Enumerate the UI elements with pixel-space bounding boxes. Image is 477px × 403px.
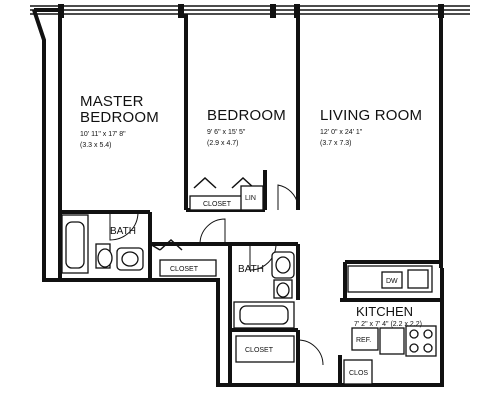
kitchen-fixtures: DW REF. xyxy=(347,265,437,357)
bedroom-dims-ft: 9' 6" x 15' 5" xyxy=(207,129,246,136)
bedroom-dims-m: (2.9 x 4.7) xyxy=(207,140,239,147)
closet-entry-label: CLOS xyxy=(349,370,368,377)
master-bedroom-labels: MASTER BEDROOM 10' 11" x 17' 8" (3.3 x 5… xyxy=(80,93,159,149)
kitchen-title: KITCHEN xyxy=(356,304,413,319)
closet-hall-label: CLOSET xyxy=(170,266,199,273)
closet-hall: CLOSET xyxy=(159,259,217,277)
master-bedroom-dims-ft: 10' 11" x 17' 8" xyxy=(80,131,126,138)
top-windows xyxy=(30,4,470,18)
closet-doors xyxy=(149,176,255,251)
hall-bath-label: BATH xyxy=(238,264,264,275)
closet-entry: CLOS xyxy=(343,359,373,385)
master-bedroom-title-line1: MASTER xyxy=(80,93,144,110)
master-bedroom-dims-m: (3.3 x 5.4) xyxy=(80,142,112,149)
kitchen-dims: 7' 2" x 7' 4" (2.2 x 2.2) xyxy=(354,321,422,328)
hall-bath: BATH xyxy=(233,251,295,329)
closet-lower: CLOSET xyxy=(235,335,295,363)
living-room-title: LIVING ROOM xyxy=(320,107,422,124)
master-bedroom-title-line2: BEDROOM xyxy=(80,109,159,126)
closet-lower-label: CLOSET xyxy=(245,347,274,354)
dishwasher-label: DW xyxy=(386,278,398,285)
living-room-labels: LIVING ROOM 12' 0" x 24' 1" (3.7 x 7.3) xyxy=(320,107,422,147)
master-bath-label: BATH xyxy=(110,226,136,237)
closet-bedroom-label: CLOSET xyxy=(203,201,232,208)
bedroom-labels: BEDROOM 9' 6" x 15' 5" (2.9 x 4.7) xyxy=(207,107,286,147)
refrigerator-label: REF. xyxy=(356,337,371,344)
living-room-dims-ft: 12' 0" x 24' 1" xyxy=(320,129,363,136)
bedroom-title: BEDROOM xyxy=(207,107,286,124)
master-bath: BATH xyxy=(61,214,144,274)
outer-walls xyxy=(32,8,444,387)
kitchen-labels: KITCHEN 7' 2" x 7' 4" (2.2 x 2.2) xyxy=(354,304,422,328)
closet-bedroom: CLOSET LIN xyxy=(189,185,264,211)
linen-closet-label: LIN xyxy=(245,195,256,202)
doors xyxy=(109,184,324,366)
living-room-dims-m: (3.7 x 7.3) xyxy=(320,140,352,147)
